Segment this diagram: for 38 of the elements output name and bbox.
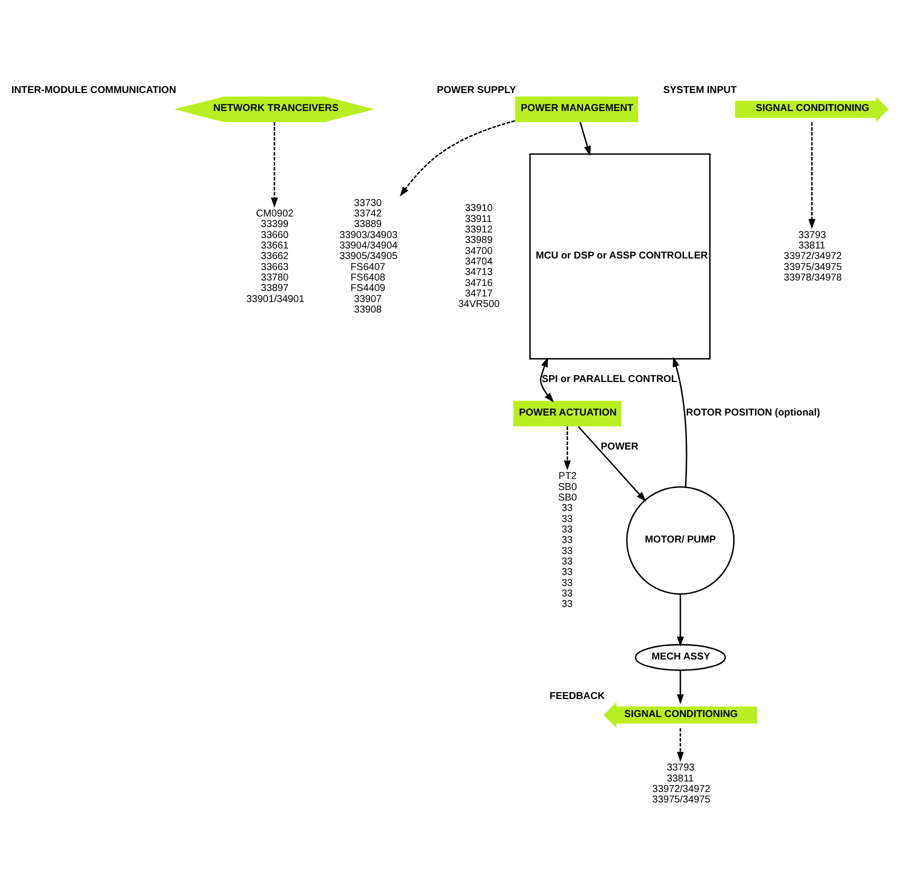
node-circle: MOTOR/ PUMP xyxy=(626,486,735,595)
label: 33989 xyxy=(464,235,493,246)
label: 34VR500 xyxy=(458,299,500,310)
label: 33912 xyxy=(464,224,493,236)
arrow xyxy=(400,120,516,197)
edge-label: SPI or PARALLEL CONTROL xyxy=(542,374,678,385)
node-ellipse: MECH ASSY xyxy=(634,644,726,671)
node-label: FEEDBACK xyxy=(550,690,605,702)
label: 34713 xyxy=(464,267,493,278)
edge-label: ROTOR POSITION (optional) xyxy=(686,408,820,419)
arrow xyxy=(270,122,278,208)
arrow xyxy=(578,426,646,502)
node-box: POWER ACTUATION xyxy=(513,400,622,426)
arrow xyxy=(672,356,688,488)
node-text: 33730 33742 33889 33903/34903 33904/34904 33905/34905 FS6407 FS6408 FS4409 33907 33908 xyxy=(339,198,398,316)
arrow xyxy=(564,426,571,470)
label: 33911 xyxy=(464,214,492,225)
label: 33910 xyxy=(464,203,493,214)
arrow xyxy=(676,670,684,704)
label: 34716 xyxy=(464,278,493,289)
node-label: INTER-MODULE COMMUNICATION xyxy=(11,85,176,96)
node-box: MCU or DSP or ASSP CONTROLLER xyxy=(529,153,711,360)
node-text: CM0902 33399 33660 33661 33662 33663 33780 33897 33901/34901 xyxy=(246,208,304,305)
label: 34704 xyxy=(464,256,493,268)
arrow xyxy=(580,122,591,156)
arrow xyxy=(676,728,684,762)
label: 34717 xyxy=(464,288,493,300)
node-text: PT2 SB0 SB0 33 33 33 33 33 33 33 33 33 33 xyxy=(558,471,577,610)
arrow xyxy=(808,122,816,229)
node-text: 33793 33811 33972/34972 33975/34975 33978/34978 xyxy=(784,230,842,284)
node-label: SYSTEM INPUT xyxy=(663,85,737,96)
arrow xyxy=(676,594,684,647)
node-box: POWER MANAGEMENT xyxy=(515,96,638,122)
node-label: POWER SUPPLY xyxy=(436,85,516,96)
edge-label: POWER xyxy=(600,441,638,452)
arrow xyxy=(540,357,554,402)
node-text: 33793 33811 33972/34972 33975/34975 xyxy=(652,762,710,806)
label: 34700 xyxy=(464,246,493,257)
